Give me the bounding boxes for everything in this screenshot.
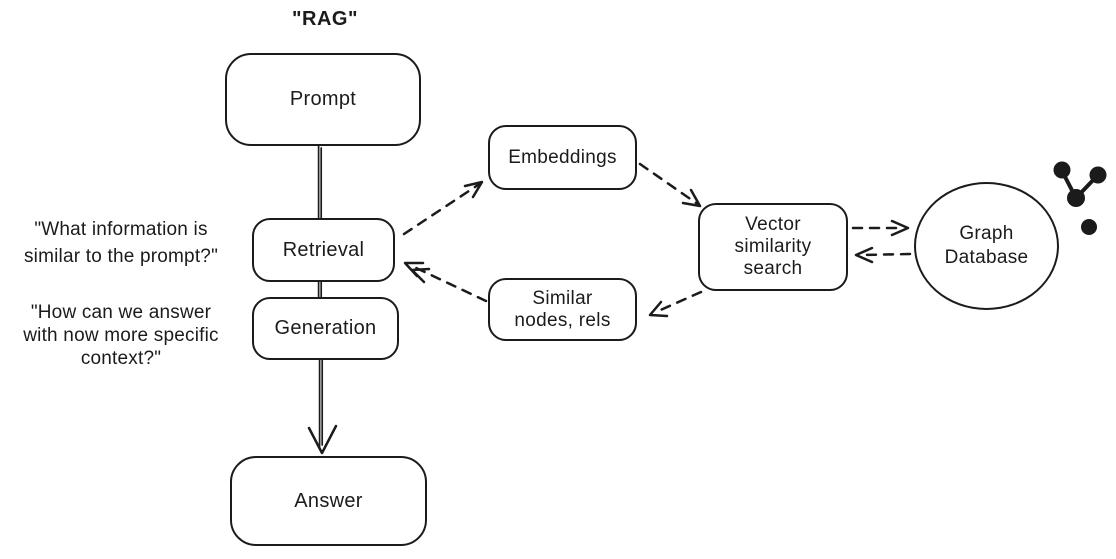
edge-generation-answer bbox=[307, 358, 338, 455]
edge-prompt-retrieval bbox=[317, 145, 323, 220]
node-retrieval-label: Retrieval bbox=[282, 238, 365, 261]
edge-embeddings-vector bbox=[638, 162, 702, 208]
node-answer-label: Answer bbox=[294, 489, 363, 512]
node-graphdb-label-line: Database bbox=[944, 247, 1029, 268]
node-similar-label-line: nodes, rels bbox=[514, 309, 611, 331]
annotation-line: context?" bbox=[80, 348, 162, 369]
node-generation: Generation bbox=[252, 297, 399, 360]
node-vector-label-line: similarity bbox=[734, 236, 812, 257]
annotation-line: "How can we answer bbox=[30, 302, 212, 323]
node-retrieval: Retrieval bbox=[252, 218, 395, 282]
annotation-retrieval-question: "What information is similar to the prom… bbox=[5, 216, 237, 270]
node-vector-similarity-search: Vector similarity search bbox=[698, 203, 848, 291]
node-graphdb-label-line: Graph bbox=[959, 223, 1014, 244]
node-embeddings-label: Embeddings bbox=[508, 146, 617, 168]
annotation-line: similar to the prompt?" bbox=[23, 246, 219, 267]
edge-retrieval-embeddings bbox=[402, 180, 484, 236]
edge-similar-retrieval bbox=[403, 261, 488, 303]
node-prompt-label: Prompt bbox=[289, 88, 357, 110]
node-embeddings: Embeddings bbox=[488, 125, 637, 190]
graph-icon bbox=[1053, 161, 1107, 235]
diagram-title: "RAG" bbox=[292, 8, 358, 30]
node-graph-database: Graph Database bbox=[914, 182, 1059, 310]
annotation-line: with now more specific bbox=[23, 325, 219, 346]
node-similar-label-line: Similar bbox=[532, 287, 593, 309]
annotation-line: "What information is bbox=[34, 219, 208, 240]
edge-vector-similar bbox=[648, 290, 703, 318]
annotation-generation-question: "How can we answer with now more specifi… bbox=[5, 301, 237, 370]
node-answer: Answer bbox=[230, 456, 427, 546]
edge-vector-graphdb bbox=[851, 219, 910, 237]
node-generation-label: Generation bbox=[274, 317, 377, 339]
edge-retrieval-generation bbox=[317, 279, 323, 300]
node-prompt: Prompt bbox=[225, 53, 421, 146]
node-similar-nodes-rels: Similar nodes, rels bbox=[488, 278, 637, 341]
node-vector-label-line: Vector bbox=[745, 214, 801, 235]
edge-graphdb-vector bbox=[854, 246, 912, 264]
node-vector-label-line: search bbox=[743, 258, 803, 279]
